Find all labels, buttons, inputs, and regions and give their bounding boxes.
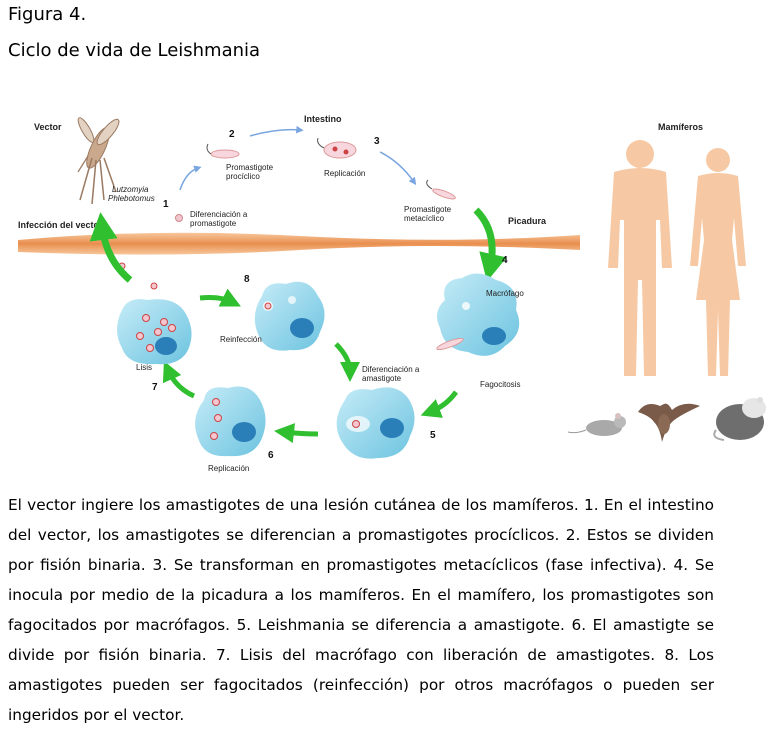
macrophage-lysis-cell [117, 262, 192, 365]
step-2-label-a: Promastigote [226, 163, 274, 172]
step-1-label-b: promastigote [190, 219, 237, 228]
amastigote-icon [175, 214, 183, 222]
step-1-number: 1 [163, 199, 169, 210]
arrow-4-5 [420, 390, 459, 418]
figure-caption: El vector ingiere los amastigotes de una… [8, 496, 714, 724]
human-male-silhouette [608, 140, 672, 376]
figure-label: Figura 4. [8, 4, 87, 25]
step-6-label: Replicación [208, 464, 249, 473]
leishmania-life-cycle-diagram: Vector Lutzomyia Phlebotomus Intestino I… [18, 114, 766, 473]
skin-band [18, 232, 580, 255]
figure-title: Ciclo de vida de Leishmania [8, 40, 261, 61]
promastigote-metacyclic-icon [426, 179, 456, 200]
arrow-infection-vector [89, 212, 133, 283]
species-2-label: Phlebotomus [108, 194, 155, 203]
step-2-number: 2 [229, 129, 235, 140]
sandfly-icon [77, 117, 120, 205]
phagocytosis-label: Fagocitosis [480, 380, 520, 389]
step-3-label: Replicación [324, 169, 365, 178]
arrow-2-3 [249, 125, 304, 137]
mamiferos-label: Mamíferos [658, 122, 703, 132]
step-3-number: 3 [374, 136, 380, 147]
picadura-label: Picadura [508, 216, 547, 226]
metacyclic-label-b: metacíclico [404, 214, 445, 223]
rodent-icon [567, 413, 626, 436]
step-1-label-a: Diferenciación a [190, 210, 248, 219]
arrow-3-3b [379, 151, 417, 186]
step-8-number: 8 [244, 274, 250, 285]
arrow-8-5 [334, 342, 360, 382]
step-5-label-b: amastigote [362, 374, 402, 383]
intestino-label: Intestino [304, 114, 342, 124]
macrophage-cell-4 [436, 273, 520, 356]
macrophage-cell-8 [254, 281, 325, 351]
vector-label: Vector [34, 122, 62, 132]
arrow-7-8 [199, 288, 241, 307]
arrow-5-6 [274, 423, 319, 444]
infeccion-label: Infección del vector [18, 220, 103, 230]
step-7-number: 7 [152, 382, 158, 393]
bat-icon [638, 403, 700, 442]
step-7-label: Lisis [136, 363, 152, 372]
step-5-label-a: Diferenciación a [362, 365, 420, 374]
promastigote-replication-icon [317, 137, 357, 159]
opossum-icon [713, 397, 766, 441]
step-2-label-b: procíclico [226, 172, 260, 181]
promastigote-procyclic-icon [206, 143, 240, 159]
arrow-1-2 [179, 165, 202, 191]
step-8-label: Reinfección [220, 335, 262, 344]
macrophage-cell-6 [195, 386, 266, 457]
step-6-number: 6 [268, 450, 274, 461]
macrophage-cell-5 [336, 387, 415, 459]
human-female-silhouette [690, 148, 746, 376]
step-5-number: 5 [430, 430, 436, 441]
species-1-label: Lutzomyia [112, 185, 149, 194]
arrow-6-7 [162, 360, 196, 399]
metacyclic-label-a: Promastigote [404, 205, 452, 214]
step-4-number: 4 [502, 255, 508, 266]
macrophage-label: Macrófago [486, 289, 524, 298]
arrow-picadura [473, 207, 507, 282]
